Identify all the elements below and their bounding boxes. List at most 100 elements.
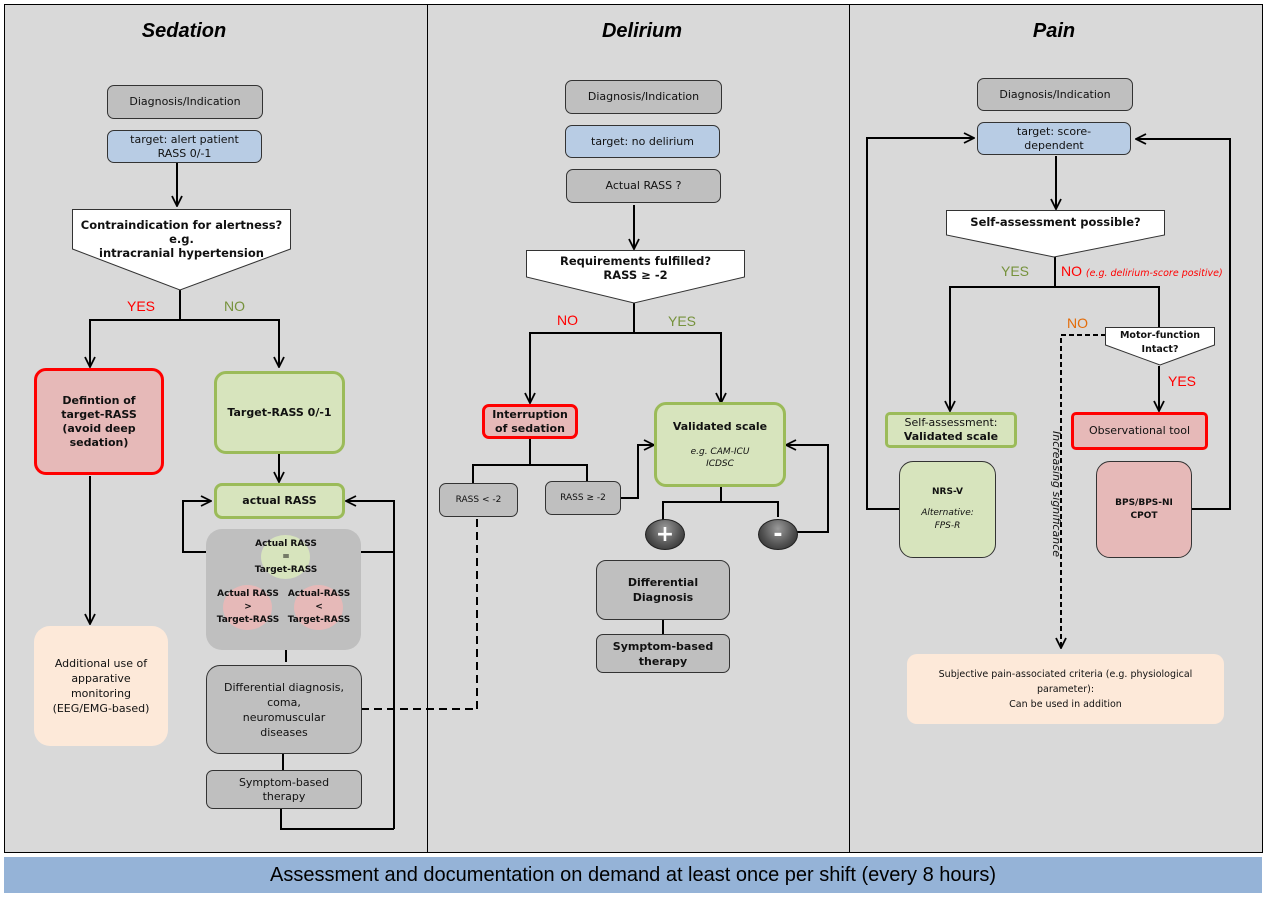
del-target-text: target: no delirium [591,134,694,148]
pain-title: Pain [1032,20,1076,42]
sed-greater-text: Actual RASS > Target-RASS [208,586,288,628]
sed-diff-line3: neuromuscular [242,710,326,724]
sed-target-line2: RASS 0/-1 [157,146,212,160]
del-no-label: NO [557,312,578,328]
minus-icon: - [773,522,783,547]
sed-greater-circle [223,585,272,630]
sed-mon-line3: monitoring [70,687,132,700]
del-question-line1: Requirements fulfilled? [559,254,712,268]
pain-bps-line2: CPOT [1130,510,1158,521]
del-validated-line1: e.g. CAM-ICU [690,446,750,457]
del-plus-minus-bracket [662,501,779,520]
del-validated-box: Validated scale e.g. CAM-ICU ICDSC [654,402,786,487]
sed-less-line1: Actual-RASS [287,588,351,599]
del-validated-line2: ICDSC [706,458,734,469]
del-branch-left [530,332,634,403]
sed-diff-line2: coma, [267,695,301,709]
sed-actual-rass-text: actual RASS [242,494,317,507]
sed-monitoring-box: Additional use of apparative monitoring … [34,626,168,746]
sed-def-line3: (avoid deep [62,421,136,435]
del-question-shape [526,250,745,304]
sed-symptom-line2: therapy [262,789,306,803]
del-interrupt-line2: of sedation [495,421,565,435]
del-minus-button: - [758,519,798,550]
sed-equal-line1: Actual RASS [255,538,317,549]
sed-symptom-line1: Symptom-based [238,775,330,789]
sed-def-line1: Defintion of [62,393,136,407]
pain-branch-no [1055,286,1160,328]
sed-equal-text: Actual RASS = Target-RASS [246,537,326,577]
sed-def-line2: target-RASS [61,407,137,421]
sed-diff-line1: Differential diagnosis, [223,680,345,694]
pain-no-note: (e.g. delirium-score positive) [1085,268,1223,279]
sed-actual-rass-box: actual RASS [214,483,345,519]
pain-diagnosis-text: Diagnosis/Indication [999,87,1111,101]
sed-greater-line2: > [244,601,252,612]
sed-equal-line3: Target-RASS [254,564,318,575]
sed-symptom-box: Symptom-based therapy [206,770,362,809]
sed-branch [89,319,279,367]
del-differential-box: Differential Diagnosis [596,560,730,620]
plus-icon: + [655,522,675,547]
pain-subjective-line3: Can be used in addition [1009,698,1122,710]
del-high-to-scale [621,445,654,499]
pain-self-line1: Self-assessment: [904,416,998,429]
del-rass-low-text: RASS < -2 [455,495,502,505]
pain-observational-box: Observational tool [1071,412,1208,450]
sed-mon-line1: Additional use of [54,657,148,670]
sed-mon-line4: (EEG/EMG-based) [52,702,150,715]
del-symptom-box: Symptom-based therapy [596,634,730,673]
delirium-title: Delirium [601,20,683,42]
del-rass-high-text: RASS ≥ -2 [560,493,606,503]
pain-alt-line2: FPS-R [934,521,961,531]
footer-text: Assessment and documentation on demand a… [270,863,996,886]
sed-target-line1: target: alert patient [130,132,239,146]
sed-target-rass-text: Target-RASS 0/-1 [227,405,332,419]
sed-greater-line3: Target-RASS [216,614,280,625]
sed-question-line1: Contraindication for alertness? [80,218,283,232]
sed-less-circle [294,585,343,630]
pain-motor-no-dashed [1061,334,1106,648]
pain-question-shape [946,210,1165,258]
pain-significance-label: Increasing significance [1050,431,1063,558]
sed-less-line3: Target-RASS [287,614,351,625]
sed-def-line4: sedation) [69,435,129,449]
del-diff-line1: Differential [627,576,699,589]
pain-subjective-line2: parameter): [1036,683,1095,695]
pain-target-box: target: score- dependent [977,122,1131,155]
del-branch-right [634,332,721,403]
pain-bps-line1: BPS/BPS-NI [1115,497,1173,508]
sed-target-box: target: alert patient RASS 0/-1 [107,130,262,163]
pain-question-text: Self-assessment possible? [946,211,1165,233]
pain-target-line2: dependent [1024,138,1084,152]
sed-diagnosis-text: Diagnosis/Indication [129,95,241,108]
sed-equal-circle [261,535,310,579]
pain-bps-loop [1136,139,1231,510]
del-symptom-line2: therapy [638,654,688,668]
pain-alt-line1: Alternative: [921,508,974,518]
sedation-title: Sedation [141,20,227,42]
pain-observational-text: Observational tool [1088,424,1191,437]
sed-symptom-loop [280,808,394,830]
pain-no-label: NO (e.g. delirium-score positive) [1061,263,1223,279]
del-question-text: Requirements fulfilled? RASS ≥ -2 [526,251,745,285]
pain-motor-yes-label: YES [1168,373,1197,389]
pain-self-line2: Validated scale [903,430,999,443]
del-diagnosis-text: Diagnosis/Indication [587,90,700,103]
del-diagnosis-box: Diagnosis/Indication [565,80,722,114]
pain-diagnosis-box: Diagnosis/Indication [977,78,1133,111]
pain-bps-box: BPS/BPS-NI CPOT [1096,461,1192,558]
sed-diagnosis-box: Diagnosis/Indication [107,85,263,119]
del-diff-line2: Diagnosis [632,591,694,604]
pain-motor-text: Motor-function Intact? [1105,329,1215,357]
sed-no-label: NO [224,298,245,314]
del-plus-button: + [645,519,685,550]
sed-question-line3: intracranial hypertension [99,246,264,260]
del-rass-bracket [472,464,588,483]
footer-banner: Assessment and documentation on demand a… [4,857,1262,893]
del-rass-high-box: RASS ≥ -2 [545,481,621,515]
sed-loop-right-up [346,501,395,829]
del-target-box: target: no delirium [565,125,720,158]
del-validated-title: Validated scale [672,419,768,433]
del-rass-low-box: RASS < -2 [439,483,518,517]
